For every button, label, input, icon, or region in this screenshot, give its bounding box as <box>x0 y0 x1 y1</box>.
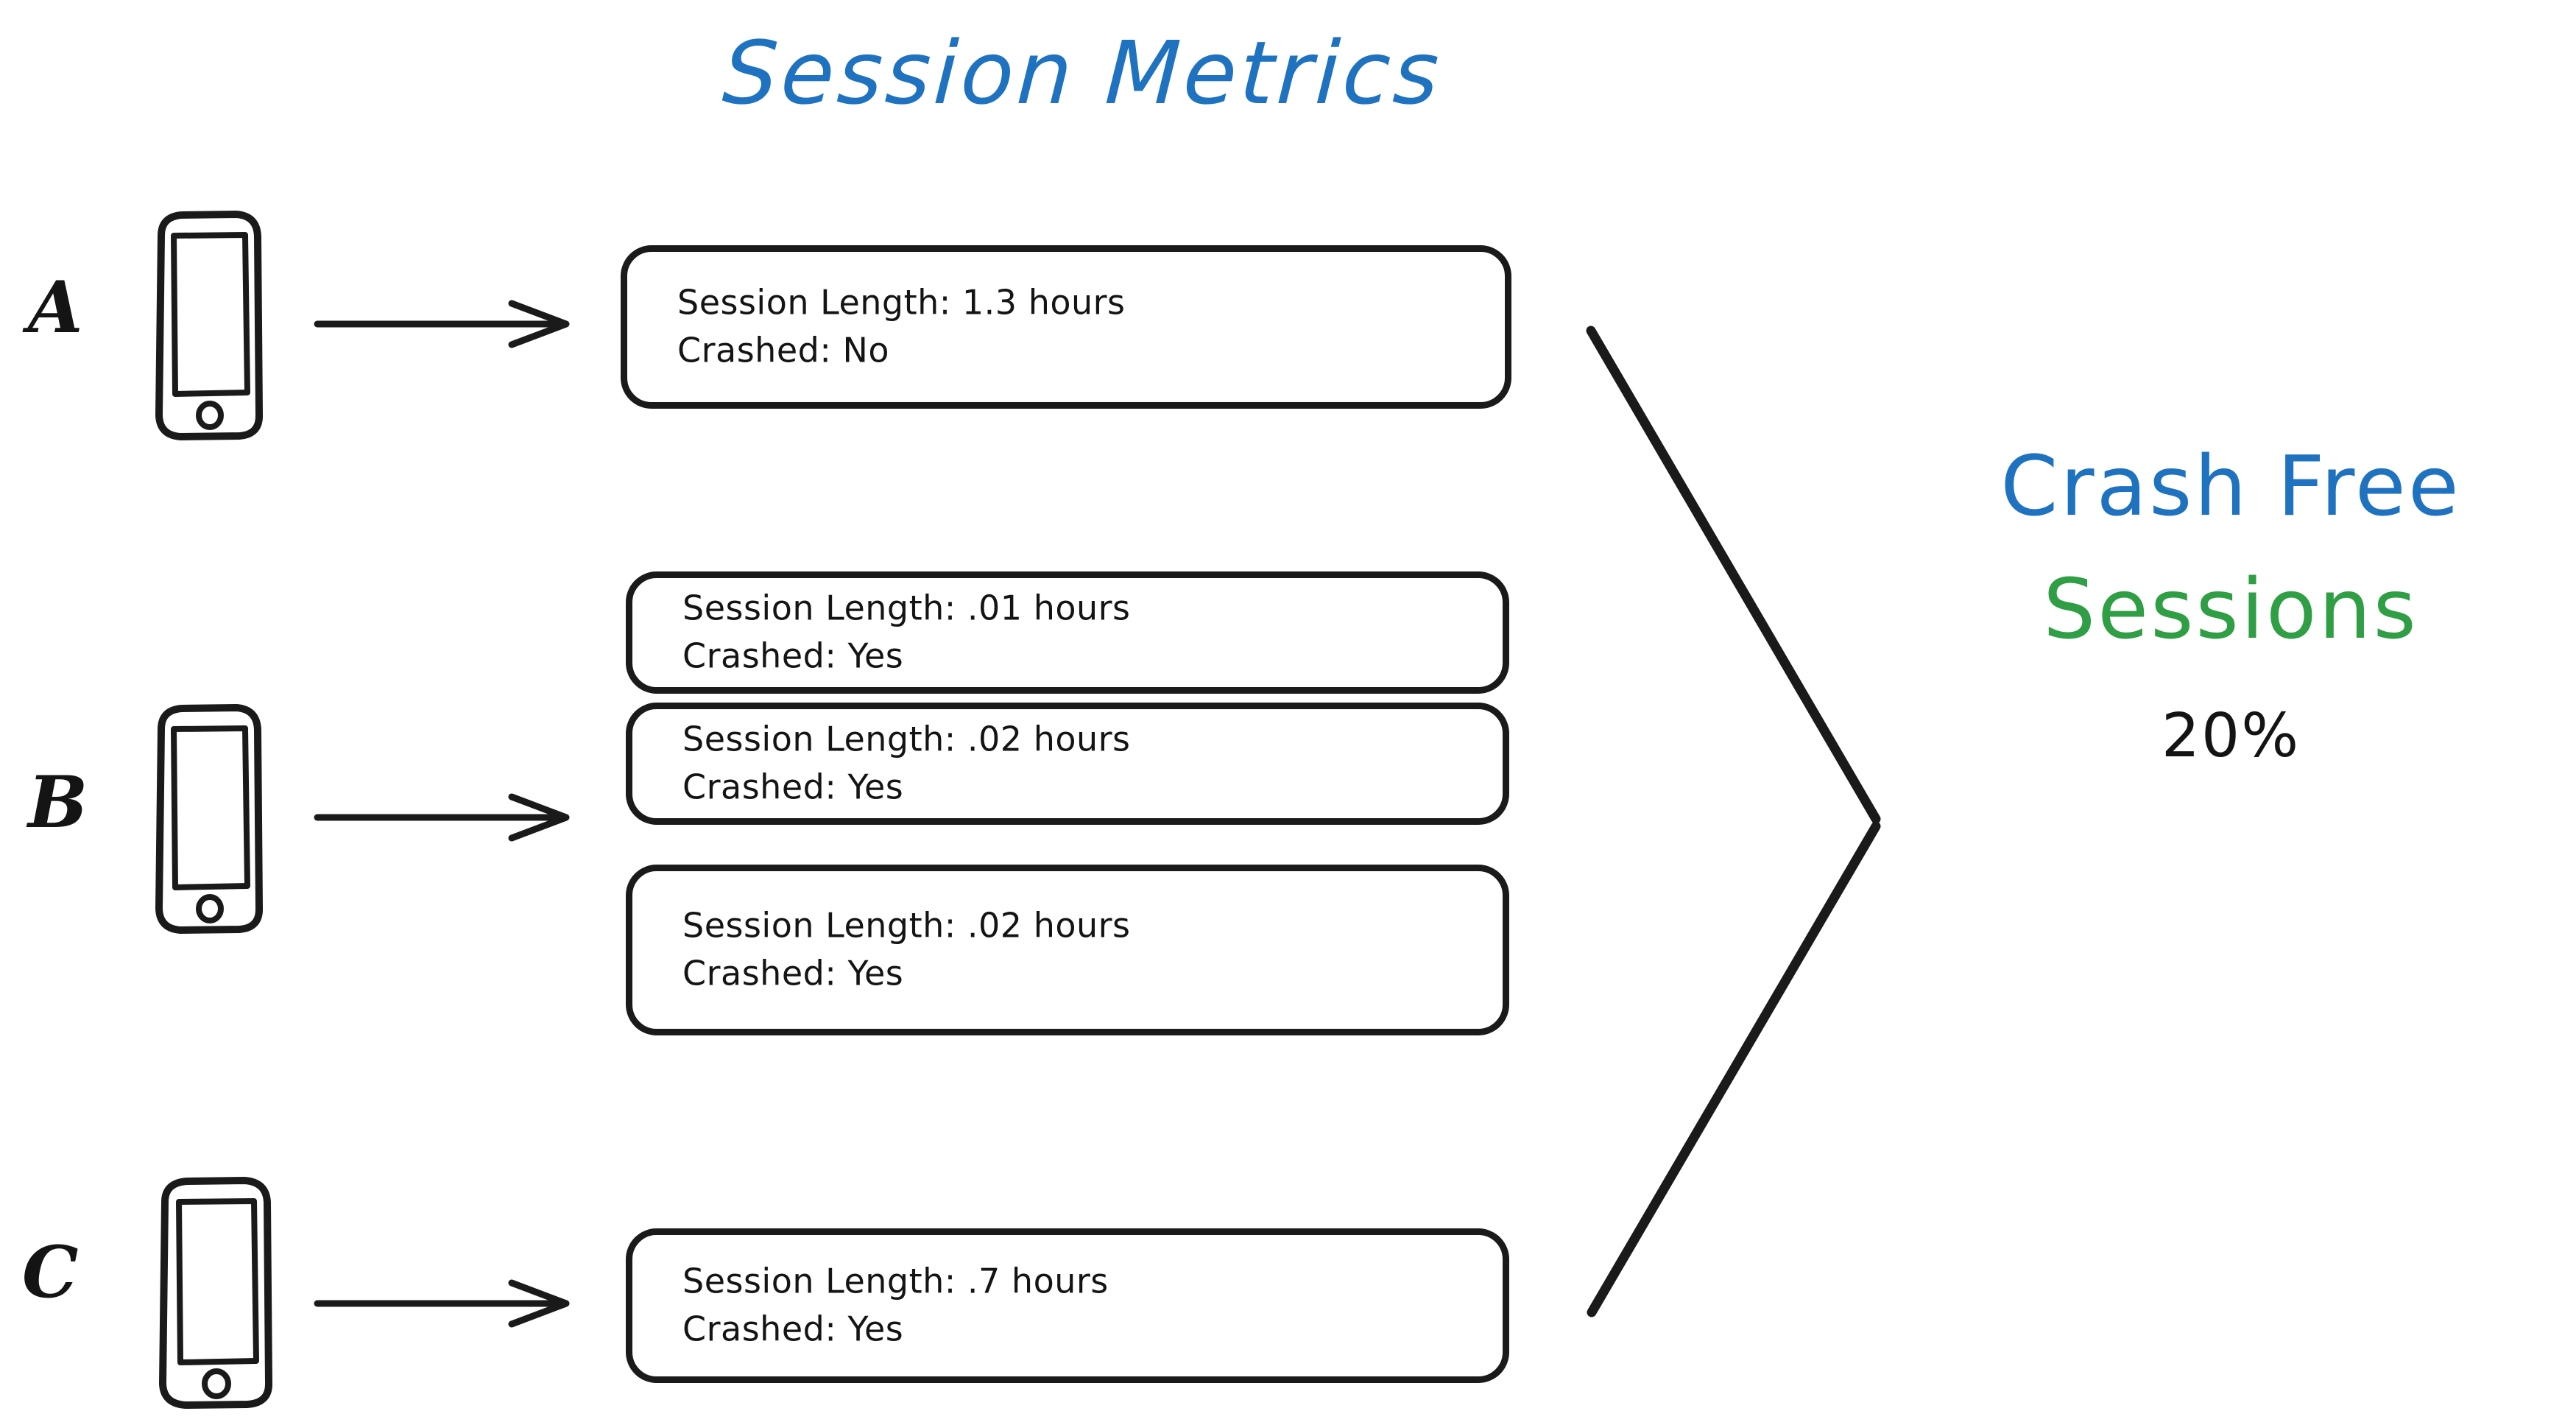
session-card-text: Session Length: .02 hours Crashed: Yes <box>682 902 1131 999</box>
session-card[interactable]: Session Length: .02 hours Crashed: Yes <box>626 865 1509 1035</box>
smartphone-icon-b <box>144 700 272 942</box>
converging-bracket-icon <box>1546 295 1929 1365</box>
smartphone-icon-a <box>144 206 272 448</box>
summary-block: Crash Free Sessions 20% <box>1892 439 2569 772</box>
session-length-line: Session Length: .02 hours <box>682 719 1131 759</box>
page-title: Session Metrics <box>720 22 1444 124</box>
crash-free-sessions-value: 20% <box>2161 701 2301 772</box>
session-card-text: Session Length: 1.3 hours Crashed: No <box>677 279 1126 376</box>
device-label-b: B <box>28 761 88 844</box>
session-length-line: Session Length: .7 hours <box>682 1261 1109 1301</box>
session-card-text: Session Length: .02 hours Crashed: Yes <box>682 716 1131 812</box>
device-label-a: A <box>28 266 83 349</box>
session-length-line: Session Length: 1.3 hours <box>677 282 1126 323</box>
arrow-right-icon-b <box>313 788 571 850</box>
session-card-text: Session Length: .01 hours Crashed: Yes <box>682 585 1131 681</box>
session-crashed-line: Crashed: Yes <box>682 954 904 993</box>
session-length-line: Session Length: .02 hours <box>682 905 1131 946</box>
session-card[interactable]: Session Length: .02 hours Crashed: Yes <box>626 703 1509 825</box>
session-crashed-line: Crashed: Yes <box>682 767 904 807</box>
session-length-line: Session Length: .01 hours <box>682 588 1131 628</box>
device-label-c: C <box>22 1231 79 1314</box>
smartphone-icon-c <box>146 1171 282 1417</box>
arrow-right-icon-a <box>313 295 571 356</box>
summary-title-sessions: Sessions <box>2043 562 2418 658</box>
arrow-right-icon-c <box>313 1274 571 1336</box>
session-card[interactable]: Session Length: .01 hours Crashed: Yes <box>626 571 1509 694</box>
summary-title-crash-free: Crash Free <box>2000 439 2461 535</box>
session-crashed-line: Crashed: No <box>677 331 890 370</box>
session-card[interactable]: Session Length: .7 hours Crashed: Yes <box>626 1228 1509 1383</box>
session-crashed-line: Crashed: Yes <box>682 1309 904 1349</box>
session-crashed-line: Crashed: Yes <box>682 636 904 676</box>
session-card-text: Session Length: .7 hours Crashed: Yes <box>682 1258 1109 1354</box>
session-card[interactable]: Session Length: 1.3 hours Crashed: No <box>621 245 1511 409</box>
